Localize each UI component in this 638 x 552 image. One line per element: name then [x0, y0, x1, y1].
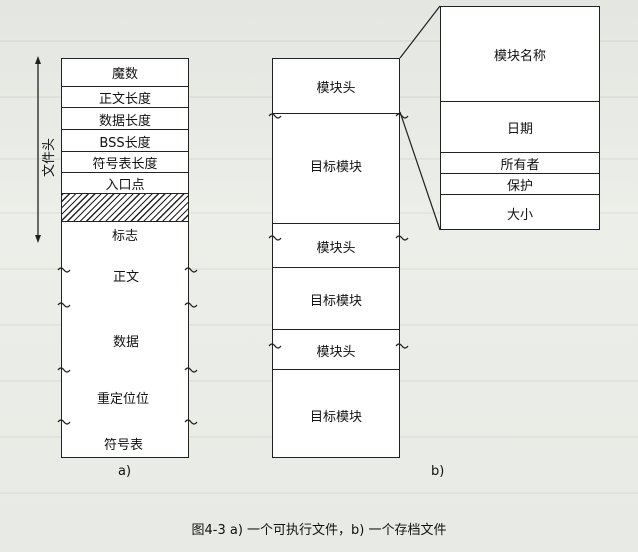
figure-b-sublabel: b): [431, 464, 445, 479]
row-label: 模块头: [316, 80, 356, 96]
row-label: 入口点: [105, 178, 145, 193]
break-mark: [57, 419, 198, 425]
break-mark: [57, 367, 198, 373]
detail-protection: 保护: [441, 173, 599, 195]
object-module-3: 目标模块: [273, 369, 399, 460]
module-header-detail: 模块名称 日期 所有者 保护 大小: [440, 6, 600, 230]
break-mark: [57, 302, 198, 308]
figure-a-sublabel: a): [118, 464, 132, 479]
module-header-3: 模块头: [273, 329, 399, 370]
row-magic-number: 魔数: [62, 59, 188, 86]
break-mark: [57, 267, 198, 273]
segment-relocation-label: 重定位位: [97, 392, 150, 407]
row-label: 日期: [506, 122, 533, 137]
row-bss-size: BSS长度: [62, 129, 188, 152]
row-label: 保护: [506, 179, 533, 194]
segment-symbol-table-label: 符号表: [104, 438, 144, 453]
row-flags: 标志: [62, 221, 188, 246]
break-mark: [268, 235, 409, 241]
row-label: 模块名称: [493, 48, 546, 64]
module-header-1: 模块头: [273, 59, 399, 113]
row-label: 大小: [506, 208, 533, 223]
row-label: 标志: [111, 228, 138, 244]
zoom-line-top: [399, 5, 441, 59]
row-symbol-table-size: 符号表长度: [62, 151, 188, 173]
module-header-2: 模块头: [273, 223, 399, 268]
archive-file-diagram: 模块头 目标模块 模块头 目标模块 模块头 目标模块: [272, 58, 400, 458]
row-data-size: 数据长度: [62, 107, 188, 130]
row-label: 数据长度: [98, 113, 151, 129]
segment-text-label: 正文: [113, 270, 140, 285]
row-label: 正文长度: [98, 92, 151, 107]
detail-module-name: 模块名称: [441, 7, 599, 101]
object-module-2: 目标模块: [273, 267, 399, 330]
object-module-1: 目标模块: [273, 113, 399, 223]
row-label: 模块头: [316, 240, 356, 256]
row-label: 目标模块: [309, 160, 362, 175]
break-mark: [268, 113, 409, 119]
detail-date: 日期: [441, 101, 599, 153]
arrow-up-icon: [35, 56, 41, 64]
row-label: 所有者: [500, 158, 540, 173]
segment-data-label: 数据: [113, 335, 140, 350]
detail-size: 大小: [441, 194, 599, 232]
row-label: 目标模块: [309, 409, 362, 425]
zoom-line-bottom: [399, 111, 441, 231]
row-label: 目标模块: [309, 293, 362, 309]
row-label: BSS长度: [99, 135, 151, 151]
row-label: 魔数: [111, 67, 138, 82]
arrow-down-icon: [35, 235, 41, 243]
executable-file-diagram: 魔数 正文长度 数据长度 BSS长度 符号表长度 入口点 标志: [61, 58, 189, 458]
row-label: 符号表长度: [92, 157, 158, 172]
row-entry-point: 入口点: [62, 172, 188, 194]
row-label: 模块头: [316, 344, 356, 360]
row-text-size: 正文长度: [62, 86, 188, 108]
row-hatched: [62, 193, 188, 222]
break-mark: [268, 343, 409, 349]
figure-caption: 图4-3 a) 一个可执行文件，b) 一个存档文件: [191, 523, 447, 538]
detail-owner: 所有者: [441, 152, 599, 174]
